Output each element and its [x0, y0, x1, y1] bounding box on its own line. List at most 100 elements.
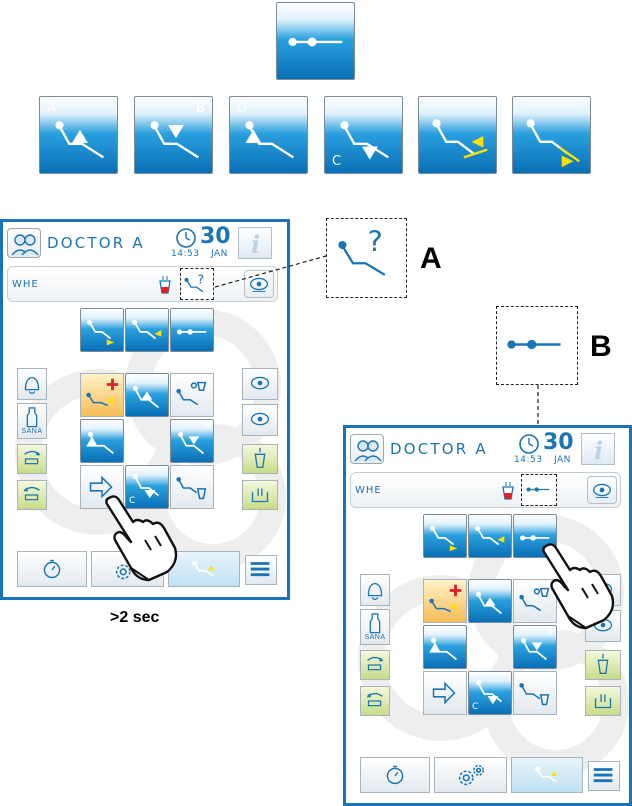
button-leg-rest-up[interactable] — [125, 308, 169, 352]
plus-icon — [449, 584, 462, 597]
button-spittoon-position[interactable] — [170, 373, 214, 417]
mode-bar: WHE ? — [7, 266, 278, 302]
mode-label: WHE — [12, 279, 39, 290]
mode-label: WHE — [355, 485, 382, 496]
callout-a-label: A — [420, 242, 442, 275]
doctor-name: DOCTOR A — [47, 234, 145, 252]
hamburger-icon — [250, 562, 270, 577]
button-preset-a[interactable]: A — [468, 579, 512, 623]
clock-icon — [519, 434, 539, 454]
cup-fill-icon — [597, 659, 609, 675]
lamp-icon — [250, 412, 270, 426]
settings-button[interactable] — [434, 757, 507, 793]
button-preset-d[interactable]: D — [423, 625, 467, 669]
bell-icon — [367, 582, 383, 600]
mode-bar: WHE — [350, 472, 621, 508]
user-profile-icon[interactable] — [7, 228, 41, 258]
bowl-rinse-button[interactable] — [242, 480, 278, 510]
chair-position-icon — [150, 121, 199, 159]
tile-preset-d: D — [229, 96, 308, 174]
preset-letter: D — [237, 101, 248, 116]
handpiece-button-1[interactable] — [17, 444, 47, 474]
flat-position-slot[interactable] — [521, 474, 557, 506]
preset-letter: A — [472, 581, 479, 591]
flat-line-icon — [288, 37, 343, 47]
button-preset-a[interactable]: A — [125, 373, 169, 417]
lamp-button-2[interactable] — [242, 404, 278, 436]
tile-preset-a: A — [39, 96, 118, 174]
cup-fill-button[interactable] — [242, 444, 278, 474]
bowl-rinse-button[interactable] — [585, 686, 621, 716]
sana-label: SANA — [21, 428, 43, 435]
handpiece-button-2[interactable] — [360, 686, 390, 716]
tile-leg-rest-down — [512, 96, 591, 174]
button-flat-position[interactable] — [170, 308, 214, 352]
cup-fill-button[interactable] — [585, 650, 621, 680]
button-exit-position[interactable] — [423, 671, 467, 715]
user-profile-icon[interactable] — [350, 434, 384, 464]
sana-button[interactable]: SANA — [17, 403, 47, 439]
preset-letter: D — [427, 627, 434, 637]
button-preset-b[interactable]: B — [170, 419, 214, 463]
position-menu-button[interactable] — [168, 551, 240, 587]
menu-button[interactable] — [588, 761, 620, 791]
pointing-hand-icon — [105, 495, 178, 582]
info-button[interactable]: i — [238, 227, 272, 259]
button-spittoon-position[interactable] — [513, 579, 557, 623]
bowl-rinse-icon — [251, 488, 269, 503]
preset-letter: D — [84, 421, 91, 431]
button-position-memory[interactable] — [423, 579, 467, 623]
preset-letter: B — [196, 101, 205, 116]
time: 14:53 — [514, 455, 543, 465]
chair-position-icon — [245, 121, 294, 159]
date-month: JAN — [211, 249, 228, 259]
lamp-button[interactable] — [587, 476, 617, 504]
sana-label: SANA — [364, 634, 386, 641]
button-leg-rest-down[interactable] — [423, 514, 467, 558]
handpiece-button-1[interactable] — [360, 650, 390, 680]
yellow-arrow-icon — [561, 155, 574, 168]
button-leg-rest-up[interactable] — [468, 514, 512, 558]
preset-letter: C — [472, 702, 479, 712]
button-preset-d[interactable]: D — [80, 419, 124, 463]
bottle-icon — [26, 407, 38, 428]
date-day: 30 — [543, 430, 574, 455]
menu-button[interactable] — [245, 555, 277, 585]
handpiece-button-2[interactable] — [17, 480, 47, 510]
callout-a-box: ? — [326, 218, 407, 298]
chair-position-icon — [340, 121, 389, 160]
time: 14:53 — [171, 249, 200, 259]
preset-letter: B — [546, 627, 553, 637]
svg-text:?: ? — [367, 225, 382, 259]
unknown-position-slot[interactable]: ? — [180, 268, 214, 300]
plus-icon — [106, 378, 119, 391]
lamp-button-1[interactable] — [242, 368, 278, 400]
button-position-memory[interactable] — [80, 373, 124, 417]
timer-button[interactable] — [360, 757, 430, 793]
tile-preset-b: B — [134, 96, 213, 174]
preset-letter: C — [129, 496, 136, 506]
position-menu-button[interactable] — [511, 757, 583, 793]
lamp-icon — [250, 376, 270, 390]
timer-button[interactable] — [17, 551, 87, 587]
button-rinse-position[interactable] — [513, 671, 557, 715]
chair-position-icon — [526, 119, 569, 155]
button-preset-c[interactable]: C — [468, 671, 512, 715]
doctor-name: DOCTOR A — [390, 440, 488, 458]
bell-button[interactable] — [360, 574, 390, 606]
bell-button[interactable] — [17, 368, 47, 400]
cup-icon — [502, 482, 514, 500]
bowl-rinse-icon — [594, 694, 612, 709]
button-preset-b[interactable]: B — [513, 625, 557, 669]
preset-letter: C — [332, 154, 342, 169]
pointing-hand-icon — [542, 543, 615, 630]
button-leg-rest-down[interactable] — [80, 308, 124, 352]
preset-letter: A — [129, 375, 136, 385]
button-rinse-position[interactable] — [170, 465, 214, 509]
cup-fill-icon — [254, 453, 266, 469]
sana-button[interactable]: SANA — [360, 609, 390, 645]
button-preset-c[interactable]: C — [125, 465, 169, 509]
gears-icon — [458, 764, 485, 786]
info-button[interactable]: i — [581, 433, 615, 465]
lamp-button[interactable] — [244, 270, 274, 298]
